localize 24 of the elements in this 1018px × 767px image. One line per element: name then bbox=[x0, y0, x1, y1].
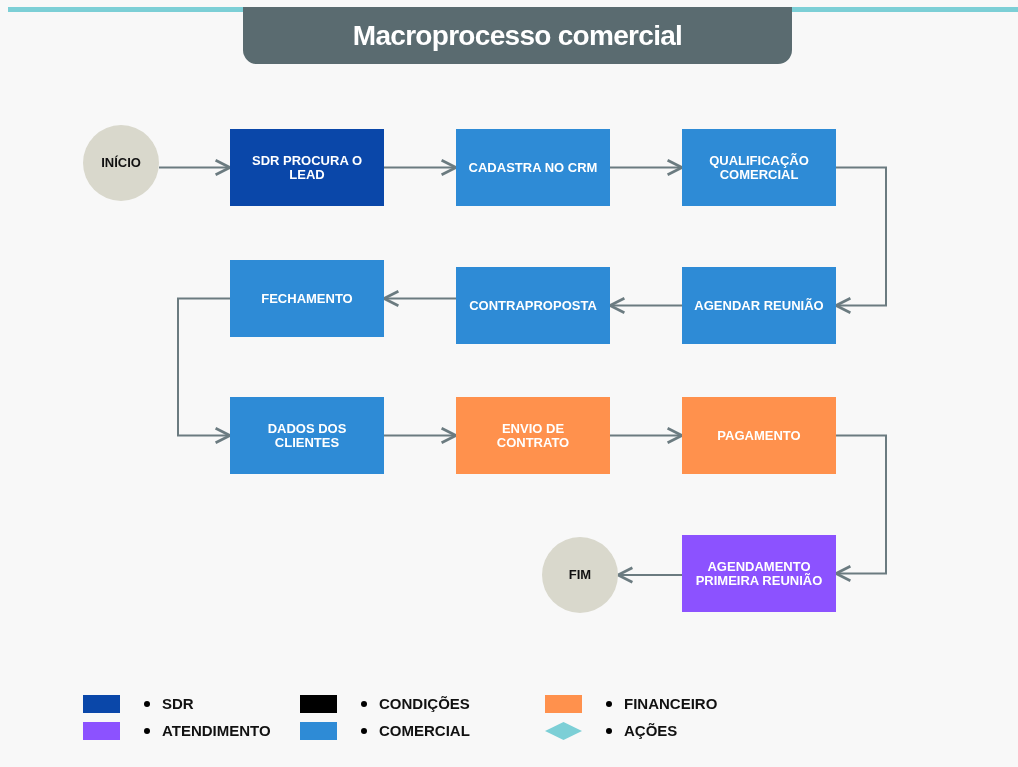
process-box: PAGAMENTO bbox=[682, 397, 836, 474]
legend-label: CONDIÇÕES bbox=[379, 693, 470, 714]
legend-label: ATENDIMENTO bbox=[162, 720, 271, 741]
legend-label: FINANCEIRO bbox=[624, 693, 718, 714]
arrow bbox=[177, 297, 232, 445]
process-box: AGENDAMENTO PRIMEIRA REUNIÃO bbox=[682, 535, 836, 612]
process-box: CADASTRA NO CRM bbox=[456, 129, 610, 206]
arrow bbox=[609, 158, 684, 177]
legend-label: SDR bbox=[162, 693, 194, 714]
arrow bbox=[609, 426, 684, 445]
arrow bbox=[383, 158, 458, 177]
process-box: AGENDAR REUNIÃO bbox=[682, 267, 836, 344]
process-box: QUALIFICAÇÃO COMERCIAL bbox=[682, 129, 836, 206]
legend-label: COMERCIAL bbox=[379, 720, 470, 741]
legend-label: AÇÕES bbox=[624, 720, 678, 741]
title-banner: Macroprocesso comercial bbox=[243, 7, 792, 64]
process-box: SDR PROCURA O LEAD bbox=[230, 129, 384, 206]
process-box: CONTRAPROPOSTA bbox=[456, 267, 610, 344]
arrow bbox=[383, 426, 458, 445]
process-box: FECHAMENTO bbox=[230, 260, 384, 337]
process-box: ENVIO DE CONTRATO bbox=[456, 397, 610, 474]
arrow bbox=[616, 566, 683, 584]
arrow bbox=[158, 158, 232, 177]
process-box: DADOS DOS CLIENTES bbox=[230, 397, 384, 474]
